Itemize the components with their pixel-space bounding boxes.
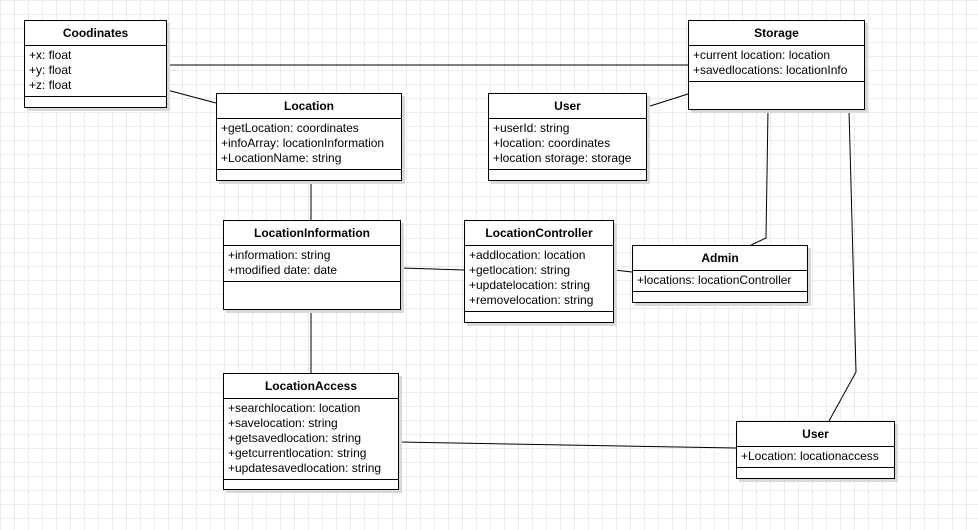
class-attribute: +location: coordinates [493, 136, 611, 150]
class-name: Location [217, 94, 401, 119]
operation-compartment [224, 282, 400, 291]
class-name: LocationAccess [224, 374, 398, 399]
operation-compartment [217, 170, 401, 179]
operation-compartment [465, 312, 613, 321]
class-attribute: +information: string [228, 248, 331, 262]
class-location[interactable]: Location +getLocation: coordinates+infoA… [216, 93, 402, 181]
attribute-list: +searchlocation: location+savelocation: … [224, 399, 398, 480]
edge-user-bottom-locationaccess [399, 442, 737, 449]
class-attribute: +infoArray: locationInformation [221, 136, 385, 150]
class-attribute: +addlocation: location [469, 248, 586, 262]
class-location-information[interactable]: LocationInformation +information: string… [223, 220, 401, 310]
class-name: Admin [633, 246, 807, 271]
class-name: User [737, 422, 894, 447]
class-user-bottom[interactable]: User +Location: locationaccess [736, 421, 895, 479]
class-attribute: +getsavedlocation: string [228, 431, 362, 445]
edge-admin-locationcontroller [614, 270, 633, 272]
attribute-list: +current location: location+savedlocatio… [689, 46, 864, 82]
class-storage[interactable]: Storage +current location: location+save… [688, 20, 865, 110]
attribute-list: +locations: locationController [633, 271, 807, 292]
attribute-list: +addlocation: location+getlocation: stri… [465, 246, 613, 312]
attribute-list: +information: string+modified date: date [224, 246, 400, 282]
class-attribute: +z: float [29, 78, 72, 92]
class-attribute: +savelocation: string [228, 416, 338, 430]
operation-compartment [25, 97, 166, 106]
operation-compartment [737, 468, 894, 477]
class-attribute: +modified date: date [228, 263, 338, 277]
edge-locationcontroller-locationinformation [401, 268, 465, 270]
class-attribute: +Location: locationaccess [741, 449, 879, 463]
class-attribute: +location storage: storage [493, 151, 632, 165]
attribute-list: +getLocation: coordinates+infoArray: loc… [217, 119, 401, 170]
operation-compartment [224, 480, 398, 489]
class-attribute: +getLocation: coordinates [221, 121, 359, 135]
class-user-top[interactable]: User +userId: string+location: coordinat… [488, 93, 647, 181]
class-attribute: +searchlocation: location [228, 401, 361, 415]
operation-compartment [633, 292, 807, 301]
class-location-access[interactable]: LocationAccess +searchlocation: location… [223, 373, 399, 490]
operation-compartment [489, 170, 646, 179]
class-attribute: +updatesavedlocation: string [228, 461, 382, 475]
class-attribute: +getcurrentlocation: string [228, 446, 367, 460]
attribute-list: +userId: string+location: coordinates+lo… [489, 119, 646, 170]
class-attribute: +x: float [29, 48, 72, 62]
class-attribute: +getlocation: string [469, 263, 571, 277]
class-name: Coodinates [25, 21, 166, 46]
edge-user-storage [646, 94, 688, 108]
class-attribute: +updatelocation: string [469, 278, 591, 292]
class-location-controller[interactable]: LocationController +addlocation: locatio… [464, 220, 614, 323]
operation-compartment [689, 82, 864, 91]
class-name: Storage [689, 21, 864, 46]
class-name: LocationInformation [224, 221, 400, 246]
class-attribute: +locations: locationController [637, 273, 792, 287]
class-coodinates[interactable]: Coodinates +x: float+y: float+z: float [24, 20, 167, 108]
class-admin[interactable]: Admin +locations: locationController [632, 245, 808, 303]
class-attribute: +current location: location [693, 48, 831, 62]
class-attribute: +userId: string [493, 121, 570, 135]
edge-admin-storage [750, 110, 768, 246]
class-name: LocationController [465, 221, 613, 246]
attribute-list: +x: float+y: float+z: float [25, 46, 166, 97]
edge-user-bottom-storage [828, 110, 856, 422]
class-attribute: +savedlocations: locationInfo [693, 63, 848, 77]
class-attribute: +y: float [29, 63, 72, 77]
class-attribute: +removelocation: string [469, 293, 594, 307]
class-name: User [489, 94, 646, 119]
attribute-list: +Location: locationaccess [737, 447, 894, 468]
class-attribute: +LocationName: string [221, 151, 342, 165]
edge-coodinates-location [167, 90, 217, 104]
